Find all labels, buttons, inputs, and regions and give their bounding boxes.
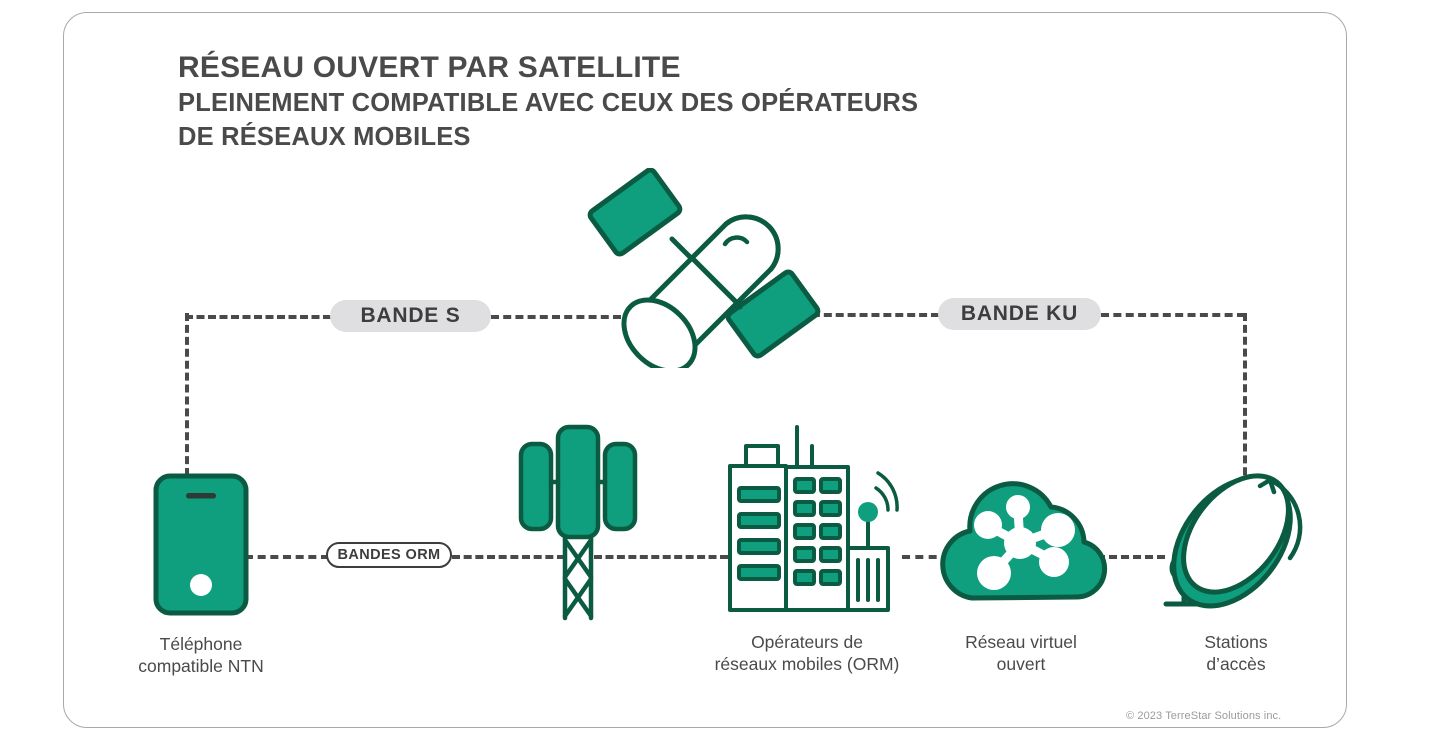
copyright-notice: © 2023 TerreStar Solutions inc. [1126,710,1282,722]
connector-kuband-to-dish-vertical [1243,313,1247,499]
connector-tower-to-buildings [594,555,728,559]
caption-open-virtual-network: Réseau virtuel ouvert [965,632,1077,674]
connector-satellite-to-kuband [800,313,939,317]
connector-phone-to-ormbands [245,555,329,559]
cell-tower-icon [508,422,648,622]
connector-cloud-to-dish [1097,555,1165,559]
city-buildings-icon [722,424,914,614]
diagram-card [63,12,1347,728]
band-label-mno: BANDES ORM [326,542,452,568]
connector-phone-to-sband-vertical [185,313,189,476]
title-line-3: DE RÉSEAUX MOBILES [178,123,471,151]
connector-sband-to-satellite [491,315,621,319]
band-label-s: BANDE S [330,300,491,332]
satellite-icon [586,167,826,374]
title-line-1: RÉSEAU OUVERT PAR SATELLITE [178,51,681,84]
connector-buildings-to-cloud [902,555,950,559]
connector-kuband-horizontal-right [1101,313,1245,317]
satellite-dish-icon [1148,470,1320,620]
connector-sband-horizontal-left [185,315,331,319]
caption-access-stations: Stations d’accès [1204,632,1268,674]
caption-phone: Téléphone compatible NTN [138,634,264,676]
page-title: RÉSEAU OUVERT PAR SATELLITE PLEINEMENT C… [178,50,1128,154]
mobile-phone-icon [152,472,250,617]
network-cloud-icon [928,470,1116,605]
title-line-2: PLEINEMENT COMPATIBLE AVEC CEUX DES OPÉR… [178,89,919,117]
connector-ormbands-to-tower [452,555,565,559]
band-label-ku: BANDE KU [938,298,1101,330]
caption-mobile-network-operators: Opérateurs de réseaux mobiles (ORM) [714,632,900,674]
